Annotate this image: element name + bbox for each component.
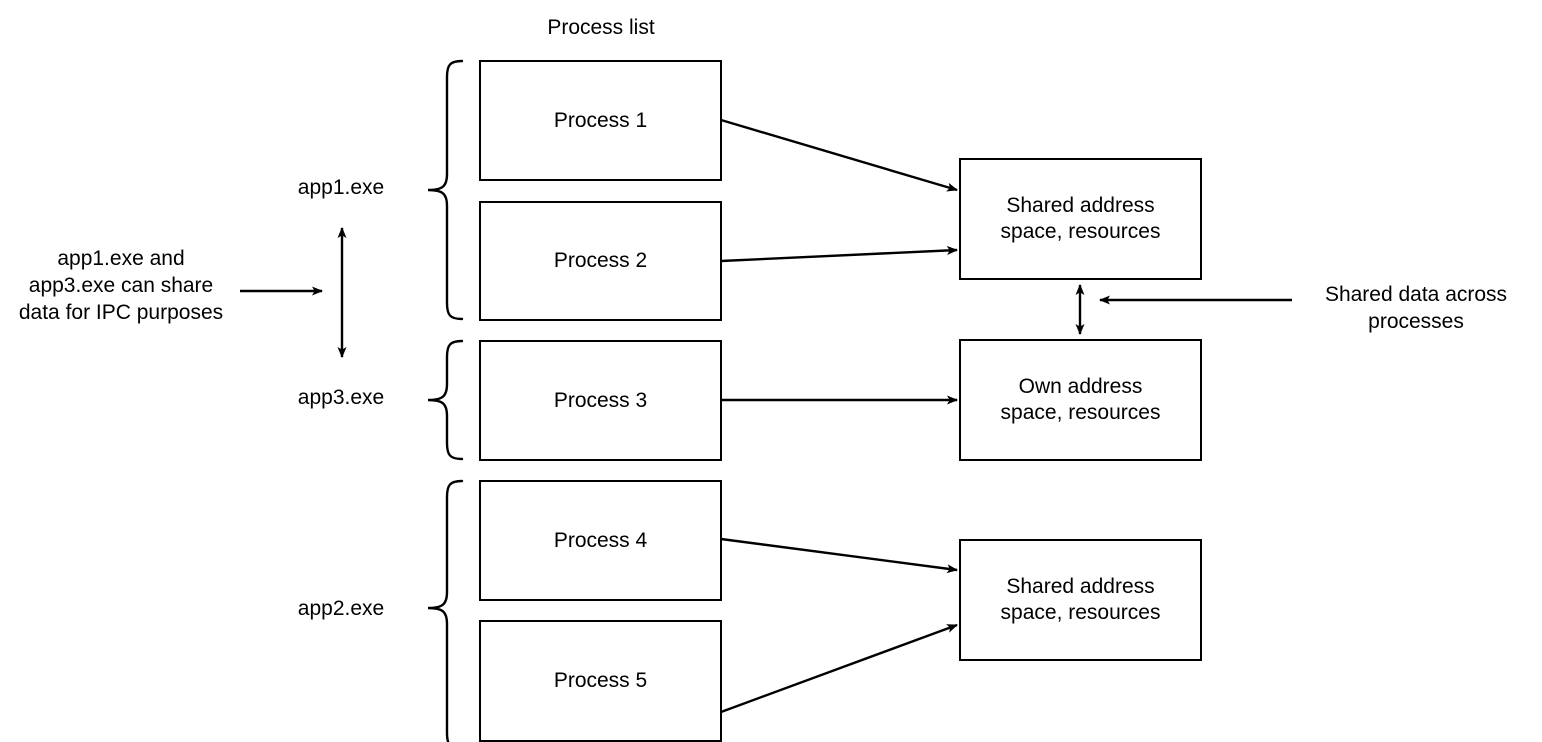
- process-box-5-label: Process 5: [553, 669, 648, 692]
- ipc-note-line-3: data for IPC purposes: [18, 301, 224, 324]
- arrow-process1-to-shared-top: [720, 118, 958, 192]
- app-label-app2: app2.exe: [270, 595, 412, 622]
- process-box-2[interactable]: Process 2: [479, 201, 722, 321]
- address-box-shared-bottom-line1: Shared address: [1006, 575, 1155, 598]
- arrow-process4-to-shared-bottom: [720, 537, 958, 574]
- process-box-1[interactable]: Process 1: [479, 60, 722, 181]
- app-label-app2-text: app2.exe: [297, 597, 385, 620]
- shared-data-note-line-2: processes: [1368, 310, 1464, 333]
- address-box-shared-bottom-line2: space, resources: [1000, 601, 1161, 624]
- address-box-shared-top-line1: Shared address: [1006, 194, 1155, 217]
- app-label-app3: app3.exe: [270, 384, 412, 411]
- address-box-shared-bottom[interactable]: Shared address space, resources: [959, 539, 1202, 661]
- process-box-1-label: Process 1: [553, 108, 648, 132]
- brace-app1: [427, 59, 464, 321]
- app-label-app3-text: app3.exe: [297, 386, 385, 409]
- ipc-note-line-1: app1.exe and: [57, 247, 185, 270]
- brace-app3: [427, 339, 464, 461]
- process-box-4-label: Process 4: [553, 528, 648, 552]
- address-box-own-line2: space, resources: [1000, 401, 1161, 424]
- address-box-own[interactable]: Own address space, resources: [959, 339, 1202, 461]
- address-box-shared-top-line2: space, resources: [1000, 220, 1161, 243]
- shared-data-note: Shared data across processes: [1300, 281, 1532, 335]
- process-box-4[interactable]: Process 4: [479, 480, 722, 601]
- shared-data-note-line-1: Shared data across: [1324, 283, 1508, 306]
- process-box-5[interactable]: Process 5: [479, 620, 722, 742]
- ipc-note: app1.exe and app3.exe can share data for…: [10, 245, 232, 326]
- arrow-process5-to-shared-bottom: [720, 623, 958, 714]
- address-box-own-line1: Own address: [1018, 375, 1143, 398]
- app-label-app1-text: app1.exe: [297, 176, 385, 199]
- process-box-3[interactable]: Process 3: [479, 340, 722, 461]
- arrow-process2-to-shared-top: [720, 245, 958, 263]
- brace-app2: [427, 479, 464, 742]
- app-label-app1: app1.exe: [270, 174, 412, 201]
- process-box-2-label: Process 2: [553, 249, 648, 272]
- address-box-shared-top[interactable]: Shared address space, resources: [959, 158, 1202, 280]
- page-title-text: Process list: [547, 16, 655, 39]
- ipc-note-line-2: app3.exe can share: [28, 274, 214, 297]
- process-box-3-label: Process 3: [553, 388, 648, 412]
- page-title: Process list: [480, 15, 722, 41]
